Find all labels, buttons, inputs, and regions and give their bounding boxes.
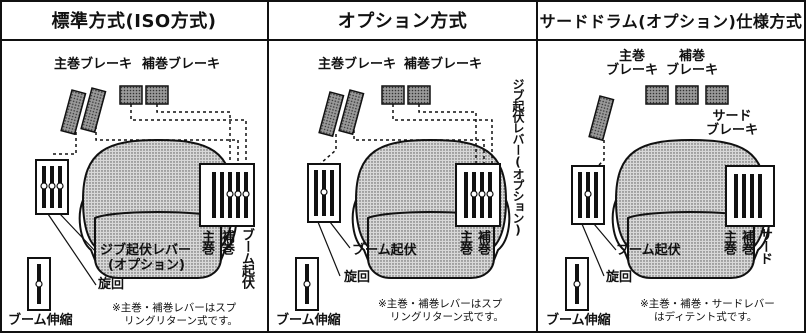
p2-aux-label: 補巻 [475,230,490,254]
p1-telescope-label: ブーム伸縮 [8,313,73,328]
p1-aux-label: 補巻 [219,230,234,254]
p3-third-label: サード [757,228,772,264]
p1-boom-luff-label: ブーム起伏 [239,228,254,288]
panel-2-artwork [295,85,511,311]
p2-swing-label: 旋回 [344,270,371,285]
p2-telescope-label: ブーム伸縮 [276,313,341,328]
p3-note-line-2: はディテント式です。 [654,311,758,323]
p3-telescope-label: ブーム伸縮 [546,313,611,328]
p2-aux-brake-label: 補巻ブレーキ [404,57,483,72]
p1-aux-brake-label: 補巻ブレーキ [142,57,221,72]
p1-main-label: 主巻 [199,230,214,254]
p3-main-label: 主巻 [721,230,736,254]
p3-note-line-1: ※主巻・補巻・サードレバー [640,298,775,310]
p1-jib-option-label: (オプション) [108,258,185,273]
p3-third-brake-label: サードブレーキ [706,109,759,138]
panel-1-title: 標準方式(ISO方式) [51,11,217,32]
panel-3-title: サードドラム(オプション)仕様方式 [539,12,803,31]
p2-main-brake-label: 主巻ブレーキ [318,57,397,72]
p1-note-line-1: ※主巻・補巻レバーはスプ [112,302,237,314]
p3-swing-label: 旋回 [606,270,633,285]
p2-jib-lever-label: ジブ起伏レバー(オプション) [511,78,525,236]
panel-3-artwork [565,85,775,311]
p1-jib-lever-label: ジブ起伏レバー [100,243,192,258]
p2-note-line-1: ※主巻・補巻レバーはスプ [378,298,503,310]
p3-aux-brake-label: 補巻ブレーキ [666,49,719,78]
p3-boom-luff-label: ブーム起伏 [616,243,681,258]
p1-swing-label: 旋回 [98,277,125,292]
p3-main-brake-label: 主巻ブレーキ [606,49,659,78]
panel-1-artwork [27,85,255,311]
p1-main-brake-label: 主巻ブレーキ [54,57,133,72]
panel-2-title: オプション方式 [337,11,468,32]
p2-main-label: 主巻 [457,230,472,254]
p2-boom-luff-label: ブーム起伏 [352,243,417,258]
p2-note-line-2: リングリターン式です。 [390,311,504,323]
p1-note-line-2: リングリターン式です。 [124,315,238,327]
p3-aux-label: 補巻 [739,230,754,254]
